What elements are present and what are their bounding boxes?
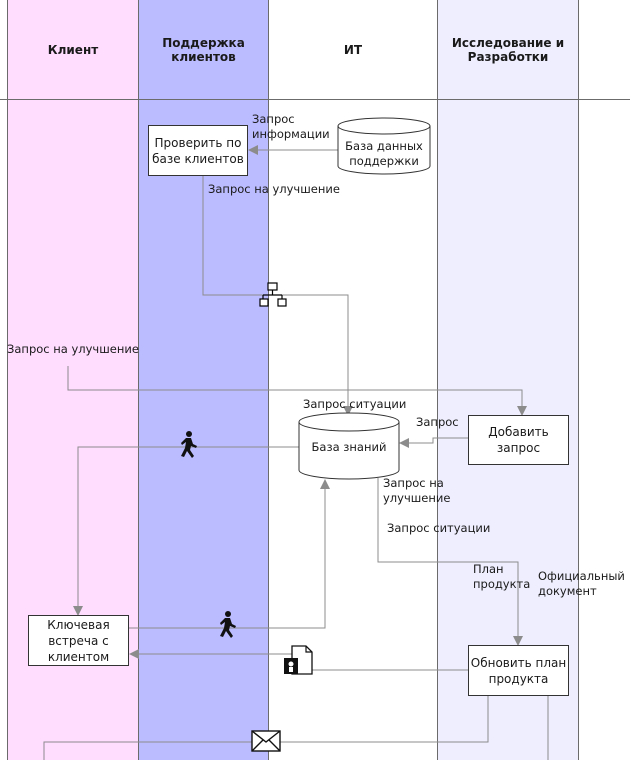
update-plan-box[interactable]: Обновить план продукта — [468, 645, 569, 696]
knowledge-base-cylinder — [298, 412, 400, 480]
lane-divider — [7, 0, 8, 760]
connector-kb-to-plan — [377, 478, 523, 646]
label-product-plan: План продукта — [473, 562, 531, 591]
lane-rnd: Исследование и Разработки — [438, 0, 578, 760]
knowledge-base-label: База знаний — [311, 439, 387, 454]
support-db-cylinder — [337, 117, 431, 175]
connector-request — [399, 437, 468, 448]
lane-divider — [268, 0, 269, 760]
connector-meeting-to-kb — [129, 479, 330, 629]
lane-title-client: Клиент — [47, 43, 99, 57]
header-divider — [0, 99, 630, 100]
label-improve-request-kb: Запрос на улучшение — [383, 476, 451, 505]
running-person-icon — [181, 431, 197, 458]
network-icon — [259, 282, 287, 307]
key-meeting-box[interactable]: Ключевая встреча с клиентом — [28, 615, 129, 666]
running-person-icon — [220, 611, 236, 638]
add-request-box[interactable]: Добавить запрос — [468, 415, 569, 465]
check-customer-db-box[interactable]: Проверить по базе клиентов — [148, 125, 248, 176]
label-info-request: Запрос информации — [252, 112, 330, 141]
label-situation-request: Запрос ситуации — [303, 397, 407, 411]
label-situation-request-2: Запрос ситуации — [387, 521, 491, 535]
connector-kb-to-meeting — [73, 446, 300, 616]
lane-divider — [578, 0, 579, 760]
lane-title-rnd: Исследование и Разработки — [451, 36, 565, 64]
label-official-doc: Официальный документ — [538, 569, 625, 598]
label-improve-request-client: Запрос на улучшение — [7, 342, 139, 356]
label-request: Запрос — [416, 415, 459, 429]
connector-improve-request-client — [67, 366, 527, 416]
lane-title-it: ИТ — [343, 43, 363, 57]
lane-title-support: Поддержка клиентов — [162, 36, 245, 64]
label-improve-request: Запрос на улучшение — [208, 182, 340, 196]
envelope-icon — [251, 730, 281, 752]
lane-divider — [437, 0, 438, 760]
document-icon — [284, 645, 313, 675]
lane-divider — [138, 0, 139, 760]
support-db-label: База данных поддержки — [345, 139, 423, 168]
